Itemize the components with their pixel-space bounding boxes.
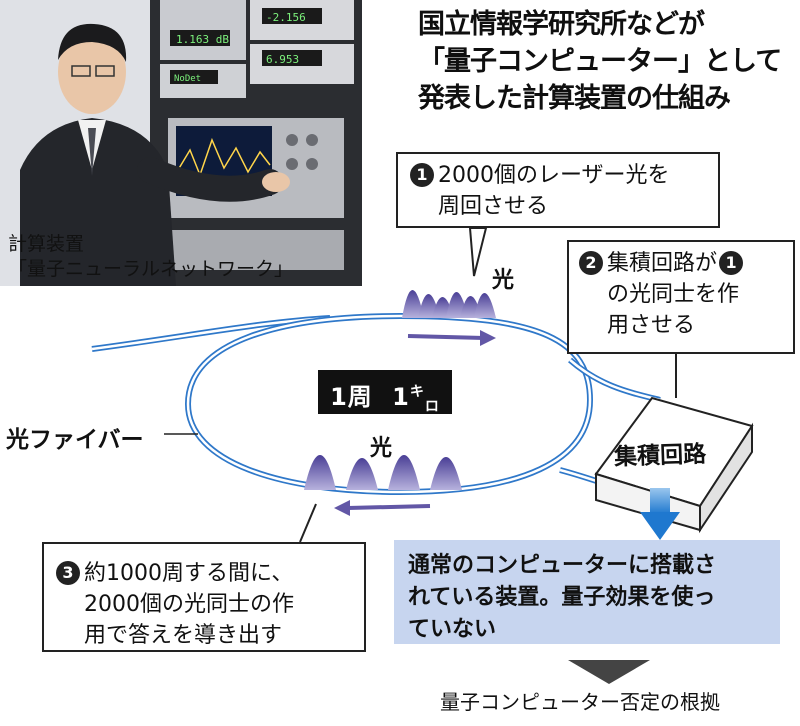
callout1-pointer (468, 227, 488, 277)
callout1-line2: 周回させる (438, 194, 549, 219)
callout3-pointer (299, 503, 317, 543)
callout3-line2: 2000個の光同士の作 (84, 592, 294, 617)
conclusion-text: 量子コンピューター否定の根拠 (440, 690, 720, 714)
headline: 国立情報学研究所などが 「量子コンピューター」として 発表した計算装置の仕組み (418, 6, 798, 117)
direction-arrow-top (407, 330, 496, 346)
light-label-bottom: 光 (370, 436, 393, 461)
loop-unit-bottom: ロ (424, 398, 440, 415)
readout-a: 1.163 dB (176, 33, 229, 46)
readout-d: NoDet (174, 74, 201, 84)
loop-unit-top: キ (409, 384, 425, 400)
readout-c: 6.953 (266, 53, 299, 66)
photo-equipment: 1.163 dB -2.156 6.953 NoDet (0, 0, 362, 286)
photo-illustration: 1.163 dB -2.156 6.953 NoDet (0, 0, 362, 286)
fiber-loop (184, 312, 661, 496)
callout2-line2: の光同士を作 (607, 282, 740, 307)
explanation-line3: ていない (408, 617, 497, 642)
direction-arrow-bottom (334, 500, 431, 516)
explanation-line2: れている装置。量子効果を使っ (408, 585, 716, 610)
headline-line3: 発表した計算装置の仕組み (418, 83, 731, 114)
light-label-top: 光 (492, 268, 515, 293)
photo-caption: 計算装置 「量子ニューラルネットワーク」 (8, 232, 358, 282)
callout2-line1: 集積回路が (607, 251, 718, 276)
headline-line2: 「量子コンピューター」として (418, 46, 782, 77)
explanation-box: 通常のコンピューターに搭載さ れている装置。量子効果を使っ ていない (394, 540, 780, 644)
callout3-line1: 約1000周する間に、 (84, 561, 294, 586)
explanation-line1: 通常のコンピューターに搭載さ (408, 553, 717, 578)
circuit-label: 集積回路 (613, 441, 707, 471)
callout2-line3: 用させる (607, 313, 696, 338)
light-pulses-bottom (304, 455, 462, 490)
photo-caption-line1: 計算装置 (8, 233, 85, 255)
step-number-3: 3 (56, 561, 80, 585)
light-pulses-top (402, 290, 496, 318)
loop-length-badge: 1周 1キロ (318, 370, 452, 415)
callout3-line3: 用で答えを導き出す (84, 623, 283, 648)
conclusion-arrow-icon (568, 660, 650, 684)
step-number-ref-1: 1 (719, 251, 744, 275)
fiber-label: 光ファイバー (6, 427, 144, 453)
callout1-line1: 2000個のレーザー光を (438, 163, 670, 188)
readout-b: -2.156 (266, 11, 306, 24)
loop-label: 1周 (330, 383, 373, 411)
step-number-1: 1 (410, 163, 434, 187)
headline-line1: 国立情報学研究所などが (418, 9, 705, 40)
loop-number: 1 (392, 383, 410, 411)
photo-caption-line2: 「量子ニューラルネットワーク」 (8, 258, 294, 280)
down-arrow-icon (640, 488, 680, 540)
step-number-2: 2 (579, 251, 603, 275)
